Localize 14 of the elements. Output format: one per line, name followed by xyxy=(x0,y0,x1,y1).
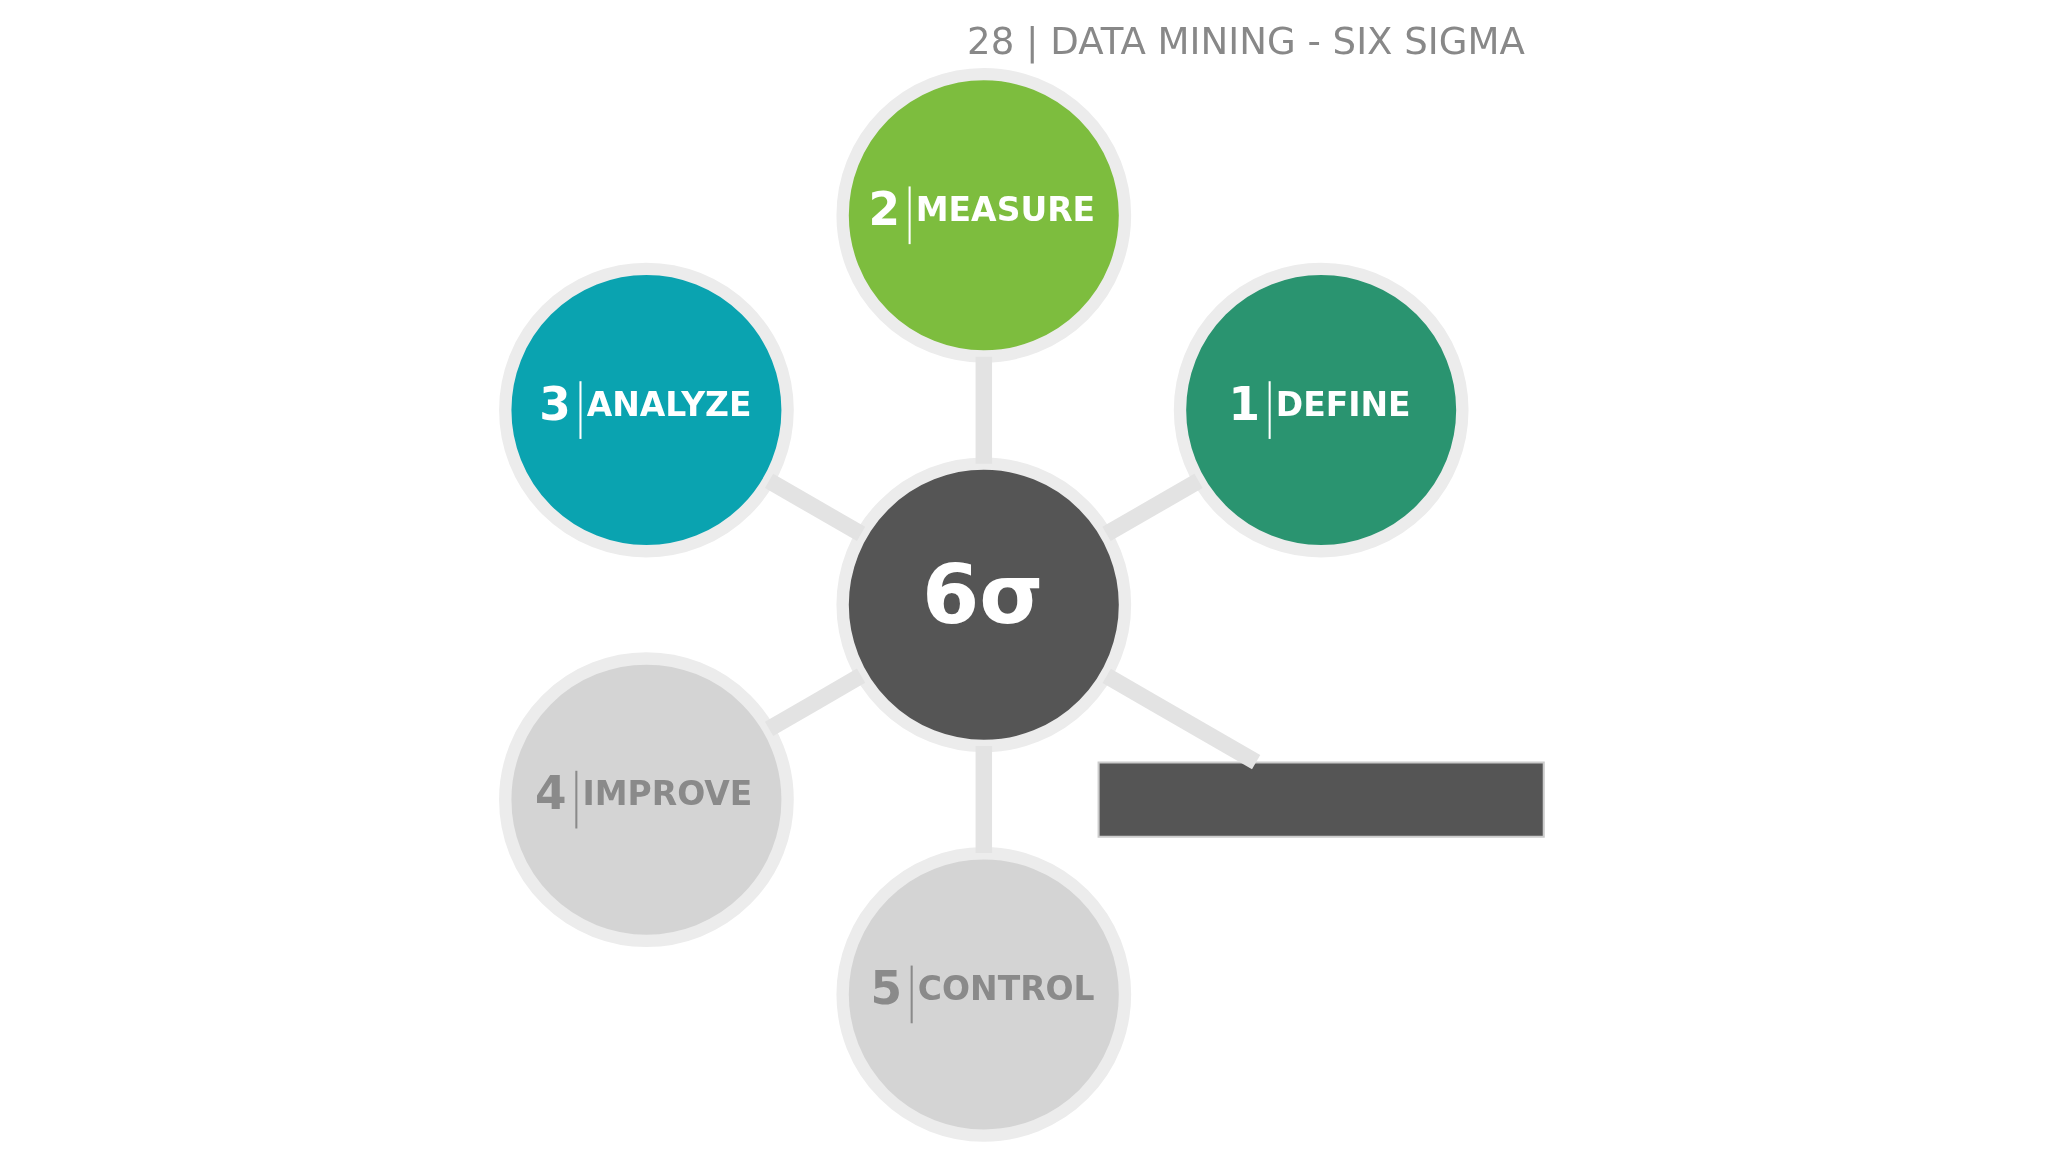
node-bar xyxy=(1097,761,1545,838)
connector xyxy=(764,473,865,542)
connector xyxy=(1101,473,1203,542)
node-circle: 4 IMPROVE xyxy=(498,652,794,947)
connector xyxy=(1102,668,1260,770)
connector xyxy=(764,668,865,736)
node-circle: 2 MEASURE xyxy=(835,67,1131,363)
node-circle: 3 ANALYZE xyxy=(498,262,794,558)
node-circle: 6σ xyxy=(835,457,1131,753)
connector xyxy=(975,746,992,854)
node-circle: 5 CONTROL xyxy=(835,847,1131,1142)
connector xyxy=(975,356,992,464)
node-circle: 1 DEFINE xyxy=(1173,262,1469,558)
diagram-title: 28 | DATA MINING - SIX SIGMA xyxy=(966,20,1525,64)
